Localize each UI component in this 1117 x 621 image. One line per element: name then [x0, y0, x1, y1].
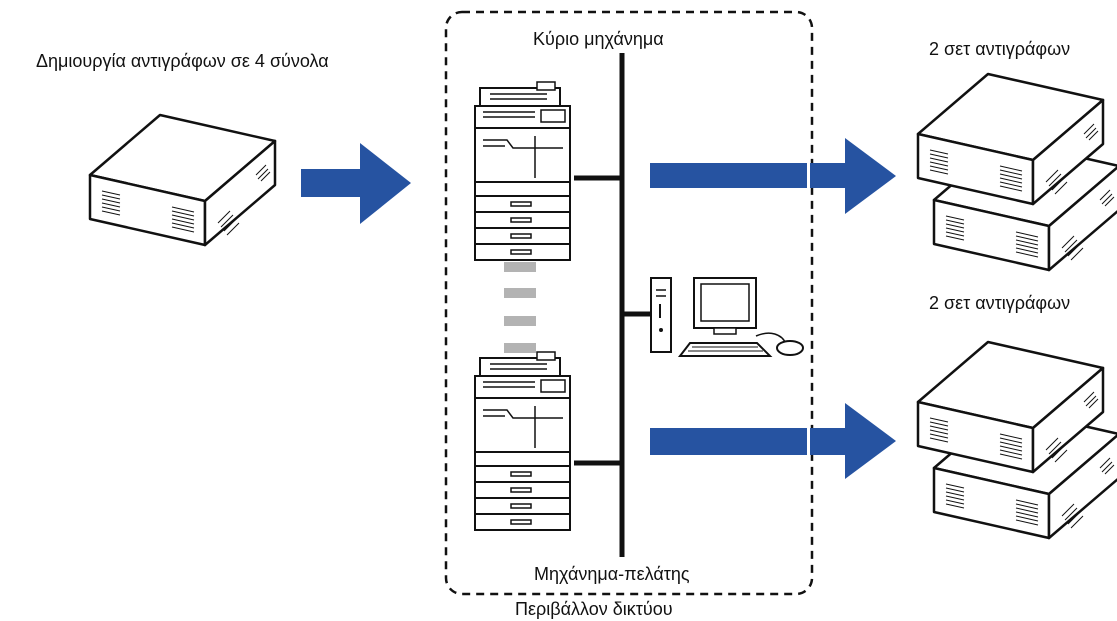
client-machine-label: Μηχάνημα-πελάτης: [534, 564, 690, 584]
network-boundary: [444, 10, 814, 596]
output-stack-1: [916, 72, 1117, 272]
output-stack-2: [916, 340, 1117, 540]
output-label-2: 2 σετ αντιγράφων: [929, 293, 1071, 313]
output-arrow-2: [650, 403, 896, 479]
computer-icon: [650, 277, 804, 357]
input-arrow: [301, 143, 411, 224]
source-label: Δημιουργία αντιγράφων σε 4 σύνολα: [36, 51, 329, 71]
network-label: Περιβάλλον δικτύου: [515, 599, 673, 619]
main-copier: [474, 81, 571, 261]
main-machine-label: Κύριο μηχάνημα: [533, 29, 664, 49]
machine-separator: [504, 262, 536, 353]
output-arrow-1: [650, 138, 896, 214]
source-paper-stack: [88, 113, 277, 247]
client-copier: [474, 351, 571, 531]
output-label-1: 2 σετ αντιγράφων: [929, 39, 1071, 59]
